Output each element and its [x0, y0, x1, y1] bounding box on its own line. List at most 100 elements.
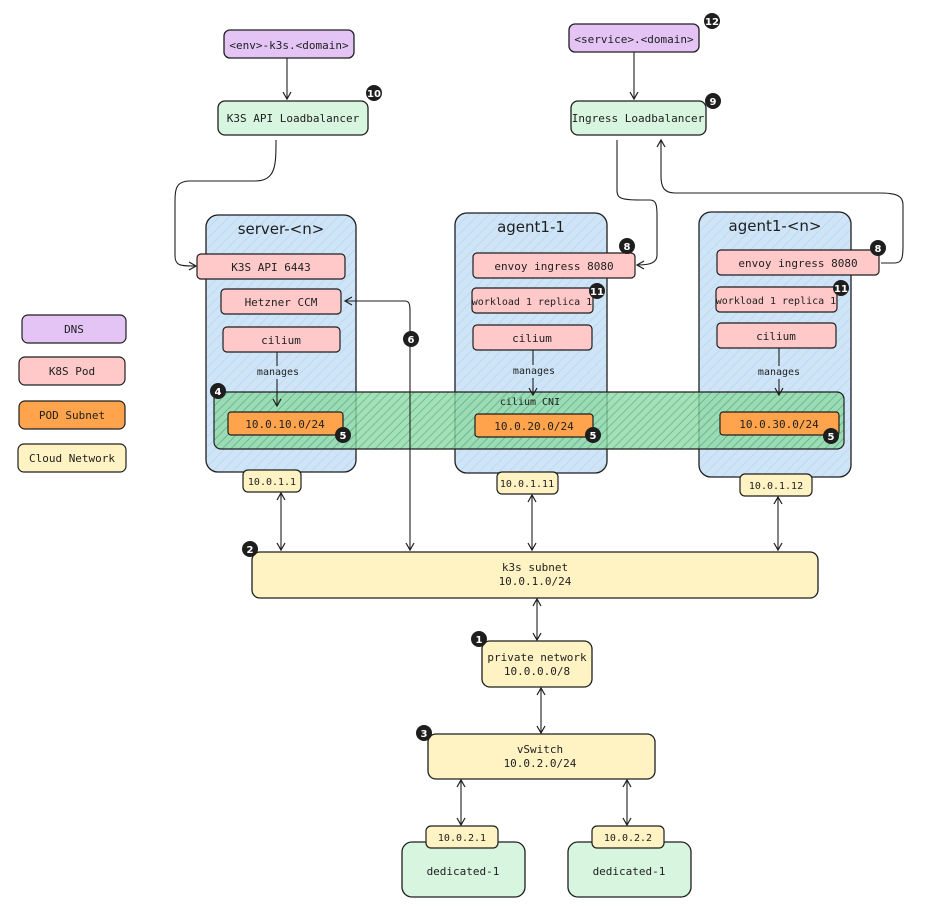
svg-text:10: 10 — [367, 89, 381, 100]
svg-text:5: 5 — [590, 431, 597, 442]
pod-envoy-agentn-label: envoy ingress 8080 — [738, 257, 857, 270]
pod-k3s-api: K3S API 6443 — [196, 253, 346, 280]
dedicated-ip-1: 10.0.2.1 — [425, 825, 499, 849]
legend-item-cloud-network: Cloud Network — [17, 443, 127, 473]
badge-6: 6 — [403, 331, 419, 347]
node-agent1-n-title: agent1-<n> — [729, 217, 822, 235]
legend-label-pod-subnet: POD Subnet — [39, 409, 105, 422]
svg-text:4: 4 — [215, 387, 222, 398]
pod-workload-agentn: workload 1 replica 1 — [715, 286, 838, 313]
pod-subnet-server-label: 10.0.10.0/24 — [245, 418, 325, 431]
badge-12: 12 — [704, 13, 720, 29]
legend-label-cloud-network: Cloud Network — [29, 452, 115, 465]
ingress-loadbalancer: Ingress Loadbalancer — [570, 100, 707, 136]
legend-label-dns: DNS — [64, 323, 84, 336]
badge-3: 3 — [416, 725, 432, 741]
badge-1: 1 — [471, 631, 487, 647]
svg-text:1: 1 — [476, 635, 483, 646]
node-server-title: server-<n> — [238, 220, 325, 238]
pod-cilium-agent1-label: cilium — [512, 332, 552, 345]
pod-envoy-agent1-label: envoy ingress 8080 — [494, 260, 613, 273]
dns-k3s-api: <env>-k3s.<domain> — [223, 29, 355, 59]
vswitch: vSwitch 10.0.2.0/24 — [427, 733, 656, 780]
vswitch-name: vSwitch — [517, 743, 563, 756]
pod-cilium-server: cilium — [222, 326, 341, 353]
badge-4: 4 — [210, 383, 226, 399]
arrow-envoy-agentn-to-ingress-lb — [656, 138, 904, 264]
node-agent1-1-title: agent1-1 — [497, 218, 565, 236]
k3s-api-loadbalancer-label: K3S API Loadbalancer — [227, 112, 360, 125]
vswitch-cidr: 10.0.2.0/24 — [504, 757, 577, 770]
pod-subnet-agentn: 10.0.30.0/24 — [719, 411, 840, 436]
badge-2: 2 — [242, 541, 258, 557]
dedicated-server-1-name: dedicated-1 — [427, 865, 500, 878]
pod-envoy-agentn: envoy ingress 8080 — [716, 249, 880, 276]
svg-text:8: 8 — [875, 244, 882, 255]
badge-9: 9 — [705, 93, 721, 109]
pod-subnet-agent1: 10.0.20.0/24 — [474, 413, 594, 438]
private-network: private network 10.0.0.0/8 — [481, 640, 593, 688]
badge-5-agentn: 5 — [823, 428, 839, 444]
arrow-ingress-lb-to-envoy-agent1 — [616, 140, 658, 270]
pod-subnet-agent1-label: 10.0.20.0/24 — [494, 420, 574, 433]
badges: 12 10 9 8 8 11 11 6 4 5 5 5 2 1 3 — [210, 13, 886, 741]
svg-text:9: 9 — [710, 97, 717, 108]
connectors — [174, 52, 904, 827]
ip-tag-server-label: 10.0.1.1 — [248, 477, 296, 488]
k3s-subnet-cidr: 10.0.1.0/24 — [499, 575, 572, 588]
svg-text:11: 11 — [590, 287, 604, 298]
dns-service: <service>.<domain> — [568, 23, 700, 53]
svg-text:8: 8 — [624, 242, 631, 253]
manages-label-server: manages — [257, 367, 299, 378]
badge-8-agent1: 8 — [619, 238, 635, 254]
badge-8-agentn: 8 — [870, 240, 886, 256]
pod-hetzner-ccm-label: Hetzner CCM — [245, 296, 318, 309]
pod-envoy-agent1: envoy ingress 8080 — [472, 252, 636, 279]
manages-label-agent1: manages — [513, 366, 555, 377]
badge-5-server: 5 — [335, 427, 351, 443]
pod-hetzner-ccm: Hetzner CCM — [220, 288, 342, 315]
pod-cilium-server-label: cilium — [261, 334, 301, 347]
arrow-k3s-lb-to-api — [174, 139, 277, 271]
ingress-loadbalancer-label: Ingress Loadbalancer — [572, 112, 705, 125]
badge-5-agent1: 5 — [585, 427, 601, 443]
legend: DNS K8S Pod POD Subnet Cloud Network — [17, 314, 127, 473]
svg-text:6: 6 — [408, 335, 415, 346]
k3s-subnet-name: k3s subnet — [502, 561, 568, 574]
dedicated-ip-2: 10.0.2.2 — [591, 825, 665, 849]
dedicated-ip-1-label: 10.0.2.1 — [438, 833, 486, 844]
pod-k3s-api-label: K3S API 6443 — [231, 261, 310, 274]
legend-item-dns: DNS — [21, 314, 127, 344]
dedicated-server-1: dedicated-1 — [401, 841, 526, 898]
dedicated-server-2-name: dedicated-1 — [593, 865, 666, 878]
k3s-api-loadbalancer: K3S API Loadbalancer — [217, 100, 369, 136]
svg-text:12: 12 — [705, 17, 719, 28]
svg-text:5: 5 — [340, 431, 347, 442]
dedicated-ip-2-label: 10.0.2.2 — [604, 833, 652, 844]
badge-10: 10 — [366, 85, 382, 101]
ip-tag-agent1-label: 10.0.1.11 — [500, 479, 554, 490]
svg-text:11: 11 — [834, 284, 848, 295]
legend-item-k8s-pod: K8S Pod — [18, 356, 126, 386]
pod-subnet-server: 10.0.10.0/24 — [227, 411, 344, 436]
pod-cilium-agent1: cilium — [472, 324, 593, 351]
dns-k3s-api-label: <env>-k3s.<domain> — [229, 39, 349, 52]
ip-tag-agentn-label: 10.0.1.12 — [749, 481, 803, 492]
pod-subnet-agentn-label: 10.0.30.0/24 — [739, 418, 819, 431]
svg-text:2: 2 — [247, 545, 254, 556]
svg-text:3: 3 — [421, 729, 428, 740]
manages-label-agentn: manages — [758, 367, 800, 378]
ip-tag-agentn: 10.0.1.12 — [739, 473, 813, 497]
svg-text:5: 5 — [828, 432, 835, 443]
pod-workload-agent1-label: workload 1 replica 1 — [472, 297, 592, 308]
legend-label-k8s-pod: K8S Pod — [49, 365, 95, 378]
arrow-ccm-to-subnet — [343, 296, 415, 552]
private-network-cidr: 10.0.0.0/8 — [504, 665, 570, 678]
ip-tag-server: 10.0.1.1 — [242, 469, 302, 493]
k3s-subnet: k3s subnet 10.0.1.0/24 — [251, 551, 819, 599]
dedicated-server-2: dedicated-1 — [567, 841, 692, 898]
cilium-cni-label: cilium CNI — [500, 397, 560, 408]
ip-tag-agent1: 10.0.1.11 — [496, 471, 559, 495]
pod-workload-agent1: workload 1 replica 1 — [471, 287, 594, 314]
